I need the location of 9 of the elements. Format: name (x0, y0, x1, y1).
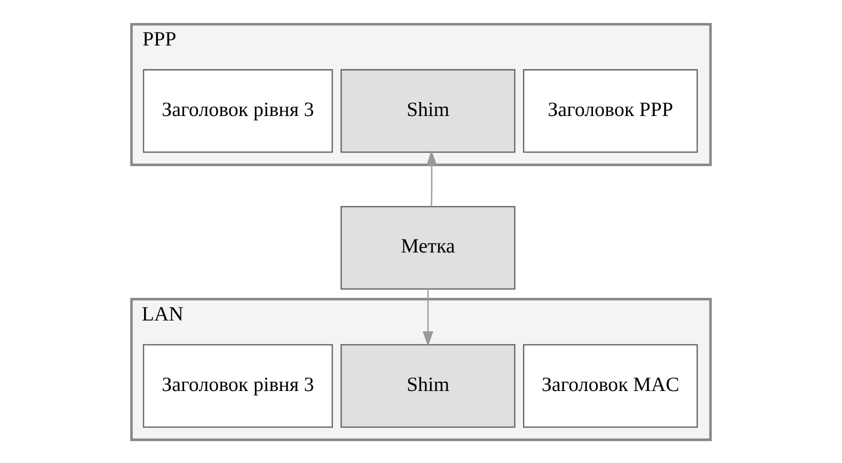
arrow (422, 288, 434, 346)
arrow (426, 150, 438, 206)
node-box: Shim (340, 344, 516, 428)
node-box: Заголовок MAC (523, 344, 698, 428)
node-box: Заголовок PPP (523, 68, 698, 152)
node-box: Метка (340, 206, 516, 290)
node-box: Заголовок рівня 3 (142, 68, 333, 152)
node-box: Заголовок рівня 3 (142, 344, 333, 428)
node-box: Shim (340, 68, 516, 152)
